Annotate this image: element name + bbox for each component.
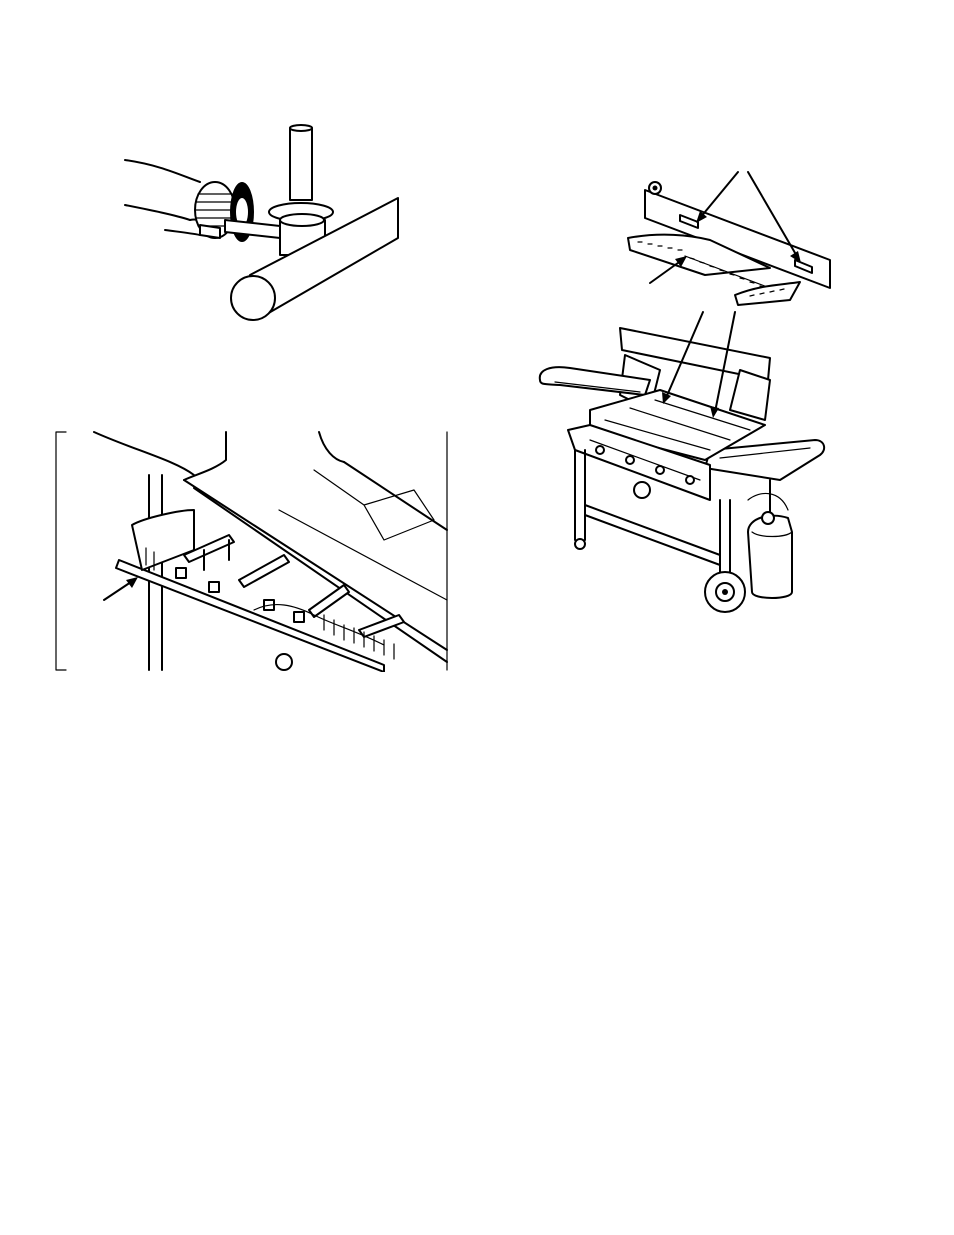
bracket-detail-illustration bbox=[620, 160, 840, 310]
cart-wheel bbox=[705, 572, 745, 612]
manifold-illustration bbox=[54, 430, 449, 672]
figure-manifold-burners bbox=[54, 430, 449, 672]
brush-burner-illustration bbox=[120, 120, 410, 330]
manifold-pointer-arrow bbox=[104, 577, 138, 600]
hand bbox=[125, 160, 208, 235]
wire-brush bbox=[195, 182, 280, 242]
figure-border bbox=[56, 432, 447, 670]
figure-grill-overview bbox=[530, 300, 840, 620]
figure-bracket-detail bbox=[620, 160, 840, 310]
grill-overview-illustration bbox=[530, 300, 840, 620]
figure-brush-cleaning-burner bbox=[120, 120, 410, 330]
